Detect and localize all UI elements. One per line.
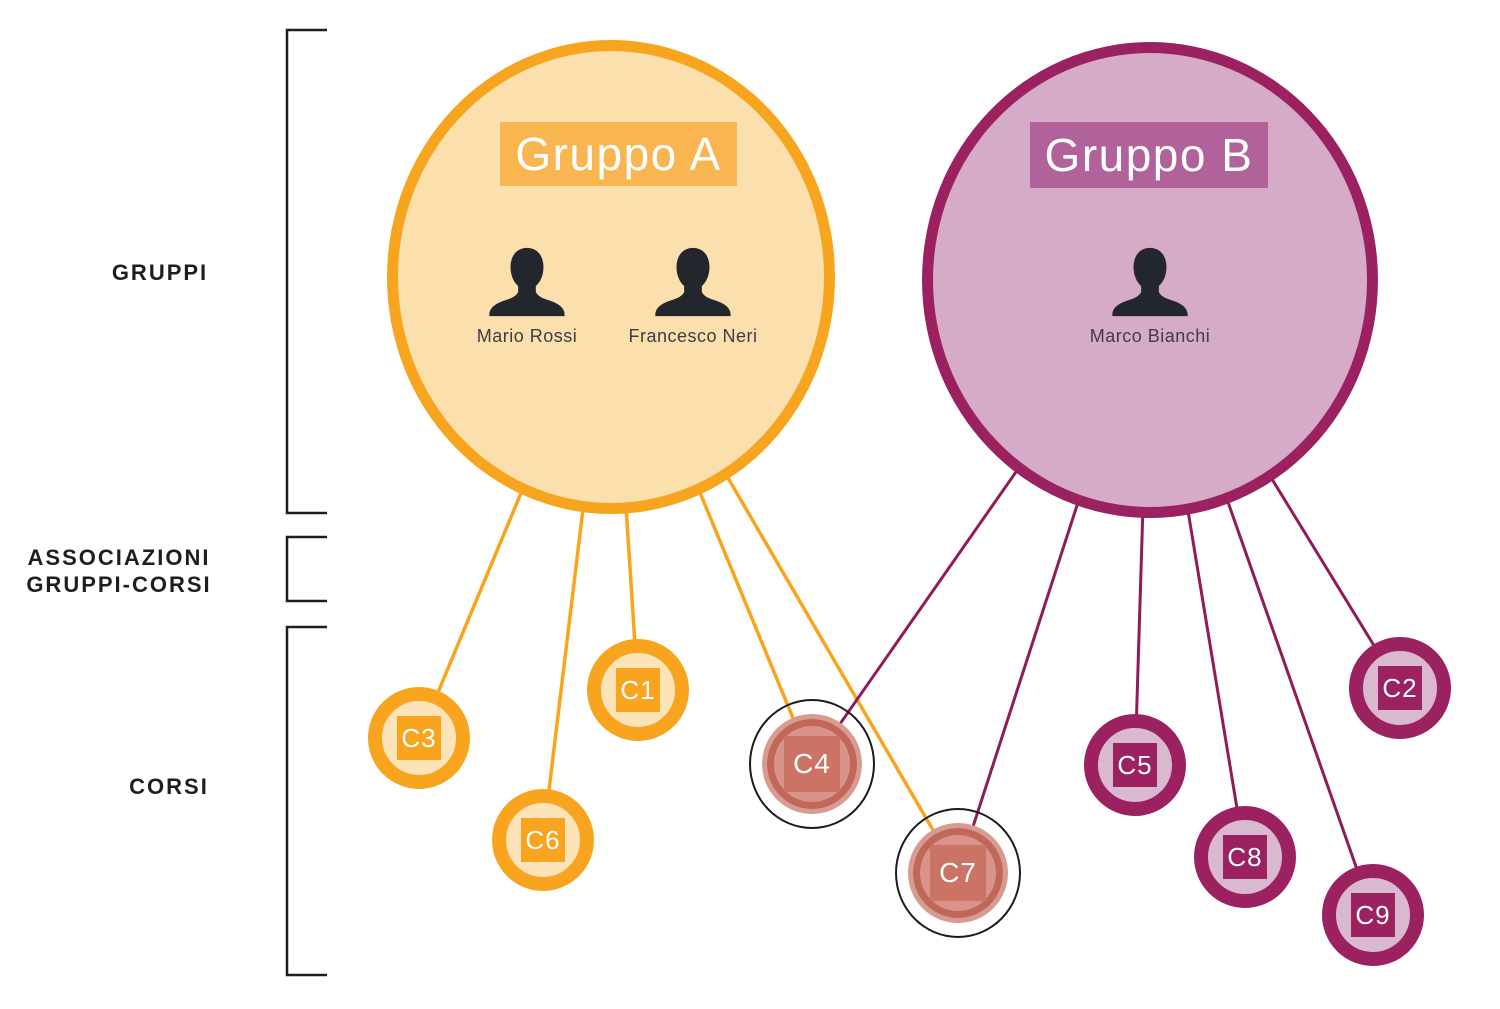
group-b-title: Gruppo B <box>1030 122 1268 188</box>
section-label-gruppi: GRUPPI <box>111 260 209 285</box>
course-c3-label: C3 <box>397 716 441 760</box>
bracket-gruppi <box>285 28 327 515</box>
group-a-title: Gruppo A <box>500 122 737 186</box>
course-c2: C2 <box>1349 637 1451 739</box>
course-c5-label: C5 <box>1113 743 1157 787</box>
course-c6: C6 <box>492 789 594 891</box>
section-label-corsi: CORSI <box>129 774 209 799</box>
course-c8: C8 <box>1194 806 1296 908</box>
course-c5: C5 <box>1084 714 1186 816</box>
bracket-associazioni <box>285 535 327 603</box>
person-icon <box>1110 245 1190 319</box>
course-c2-label: C2 <box>1378 666 1422 710</box>
section-label-associazioni: ASSOCIAZIONI GRUPPI-CORSI <box>8 544 230 598</box>
course-c4-label: C4 <box>784 736 840 792</box>
course-c7: C7 <box>908 823 1008 923</box>
group-a-circle: Gruppo A Mario Rossi Francesco Neri <box>387 40 835 514</box>
bracket-corsi <box>285 625 327 977</box>
course-c7-label: C7 <box>930 845 986 901</box>
member-name: Marco Bianchi <box>1089 326 1211 346</box>
course-c9-label: C9 <box>1351 893 1395 937</box>
course-c7-shared-outline: C7 <box>895 808 1021 938</box>
person-icon <box>487 245 567 319</box>
group-b-circle: Gruppo B Marco Bianchi <box>922 42 1378 518</box>
course-c3: C3 <box>368 687 470 789</box>
member-name: Mario Rossi <box>476 326 578 346</box>
course-c6-label: C6 <box>521 818 565 862</box>
course-c9: C9 <box>1322 864 1424 966</box>
course-c4: C4 <box>762 714 862 814</box>
member-mario-rossi: Mario Rossi <box>442 245 612 347</box>
course-c1: C1 <box>587 639 689 741</box>
course-c1-label: C1 <box>616 668 660 712</box>
section-label-associazioni-line1: ASSOCIAZIONI <box>27 545 211 570</box>
course-c8-label: C8 <box>1223 835 1267 879</box>
course-c4-shared-outline: C4 <box>749 699 875 829</box>
member-name: Francesco Neri <box>628 326 758 346</box>
member-francesco-neri: Francesco Neri <box>608 245 778 347</box>
member-marco-bianchi: Marco Bianchi <box>1065 245 1235 347</box>
section-label-associazioni-line2: GRUPPI-CORSI <box>26 572 212 597</box>
person-icon <box>653 245 733 319</box>
